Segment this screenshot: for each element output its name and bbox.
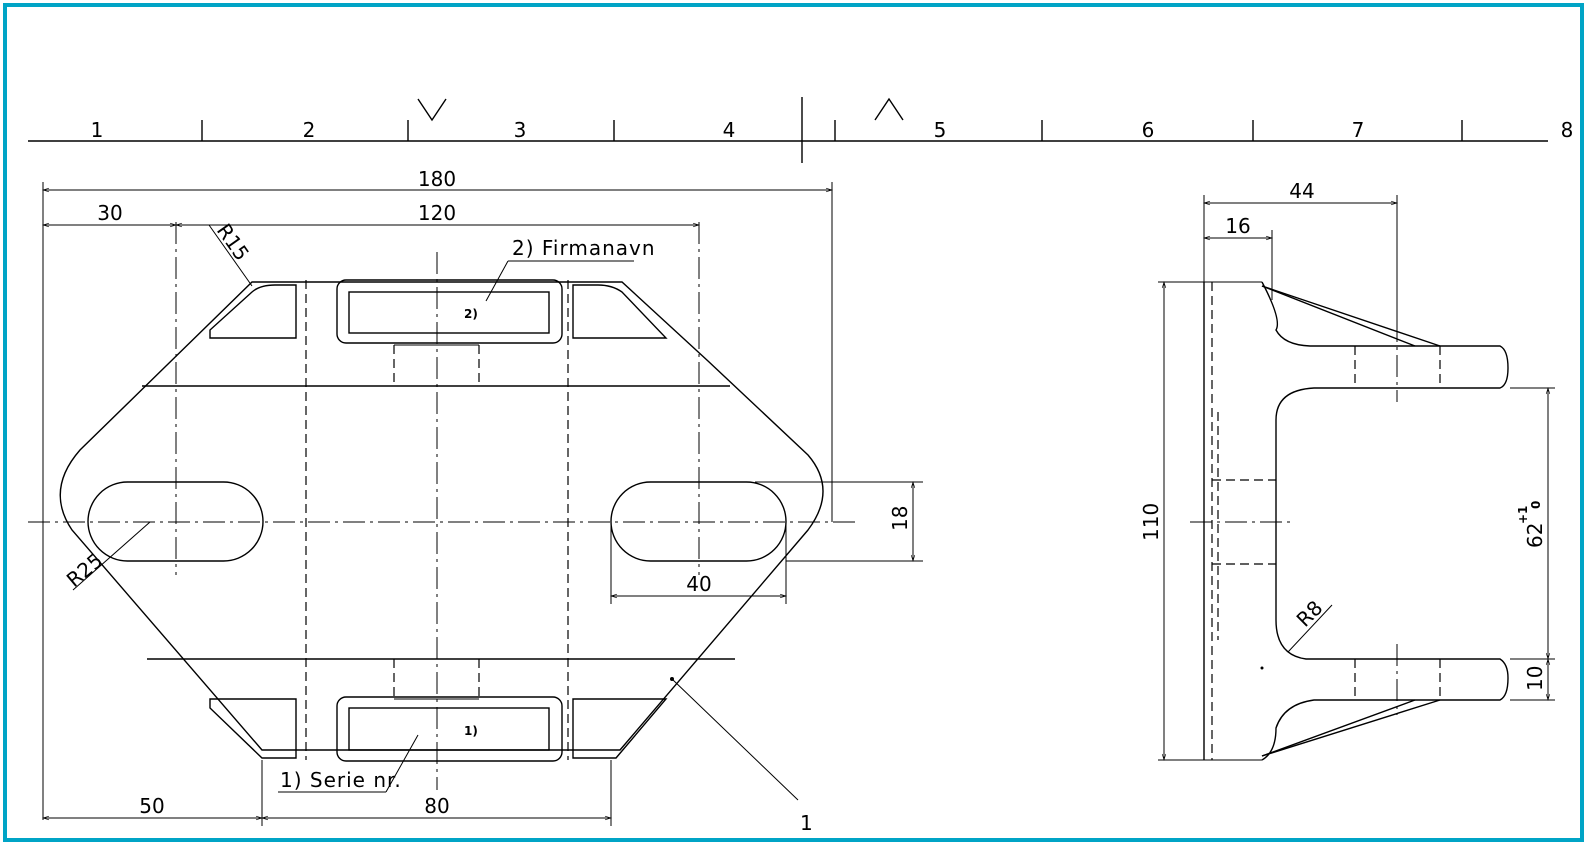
serial-number-label: 1) Serie nr. bbox=[280, 768, 402, 792]
dim-top-radius: R15 bbox=[212, 219, 254, 265]
plate-outline bbox=[59, 281, 824, 751]
company-name-label: 2) Firmanavn bbox=[512, 236, 656, 260]
center-marker-up-icon bbox=[874, 97, 904, 121]
dim-left-offset: 30 bbox=[97, 201, 122, 225]
dim-fillet-radius: R8 bbox=[1292, 596, 1328, 632]
dim-slot-height: 18 bbox=[888, 506, 912, 531]
dim-fork-gap-upper: +1 bbox=[1516, 506, 1530, 524]
dim-fork-gap-lower: 0 bbox=[1529, 501, 1543, 509]
dim-fork-gap: 62 bbox=[1523, 523, 1547, 548]
part-number: 1 bbox=[800, 811, 813, 835]
drawing-frame bbox=[3, 3, 1584, 842]
front-view: 2) 1) bbox=[28, 222, 860, 790]
zone-label-1: 1 bbox=[91, 118, 104, 142]
company-marker: 2) bbox=[464, 307, 478, 321]
zone-label-3: 3 bbox=[514, 118, 527, 142]
zone-ruler: 1 2 3 4 5 6 7 8 bbox=[28, 97, 1573, 163]
dim-bottom-left-offset: 50 bbox=[139, 794, 164, 818]
zone-label-2: 2 bbox=[303, 118, 316, 142]
dim-overall-width: 180 bbox=[418, 167, 456, 191]
serial-marker: 1) bbox=[464, 724, 478, 738]
dim-flange: 16 bbox=[1225, 214, 1250, 238]
center-marker-down-icon bbox=[417, 98, 447, 122]
zone-label-7: 7 bbox=[1352, 118, 1365, 142]
side-view bbox=[1190, 281, 1509, 761]
dim-hole-spacing: 120 bbox=[418, 201, 456, 225]
zone-label-8: 8 bbox=[1561, 118, 1574, 142]
front-dimensions: 180 120 30 R15 R25 18 40 50 80 bbox=[41, 167, 923, 826]
dim-depth: 44 bbox=[1289, 179, 1314, 203]
zone-label-5: 5 bbox=[934, 118, 947, 142]
front-labels: 2) Firmanavn 1) Serie nr. 1 bbox=[278, 236, 813, 835]
dim-slot-radius: R25 bbox=[62, 548, 108, 592]
zone-label-4: 4 bbox=[723, 118, 736, 142]
dim-bottom-center-width: 80 bbox=[424, 794, 449, 818]
dim-height: 110 bbox=[1139, 503, 1163, 541]
dim-slot-length: 40 bbox=[686, 572, 711, 596]
dim-lug-thickness: 10 bbox=[1523, 666, 1547, 691]
side-dimensions: 44 16 110 62 +1 0 10 R8 bbox=[1139, 179, 1555, 762]
zone-label-6: 6 bbox=[1142, 118, 1155, 142]
